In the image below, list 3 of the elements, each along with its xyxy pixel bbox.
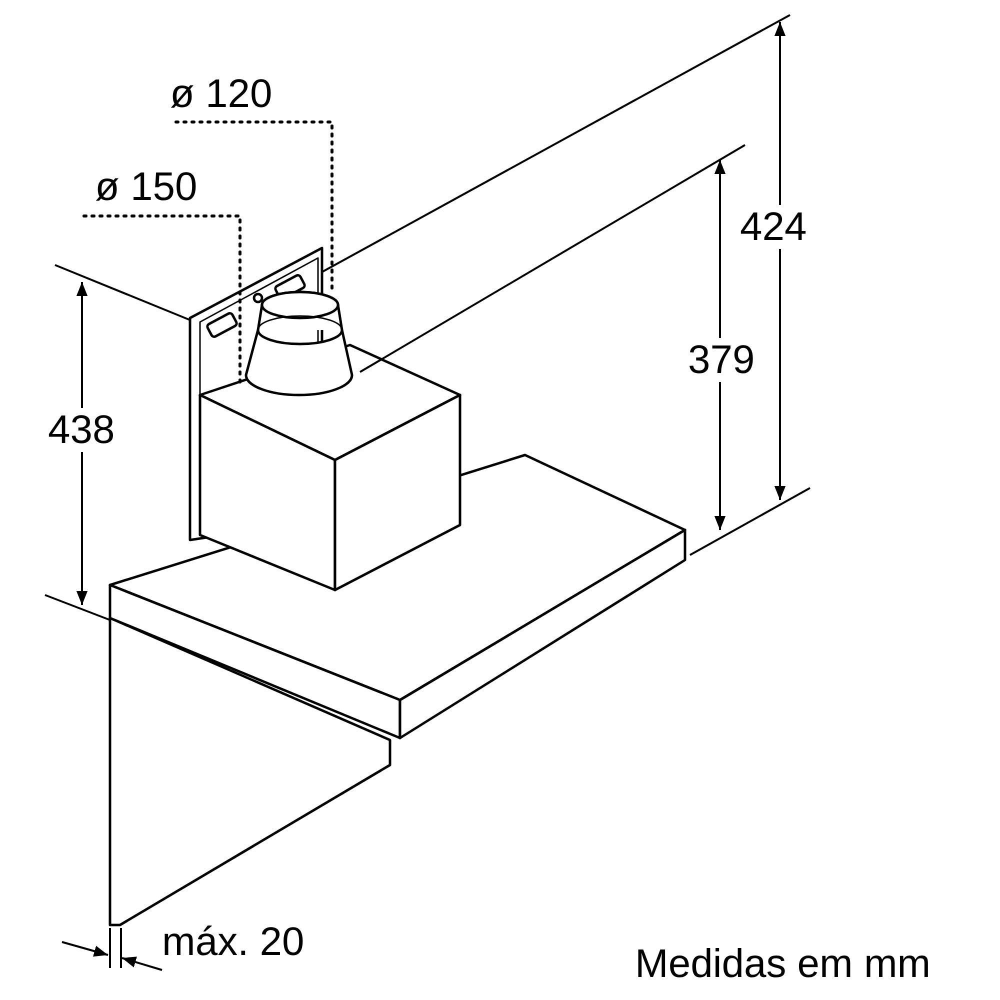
dimension-label: 379	[688, 338, 755, 382]
dimension-label: 438	[48, 408, 115, 452]
dimension-label: 424	[740, 205, 807, 249]
